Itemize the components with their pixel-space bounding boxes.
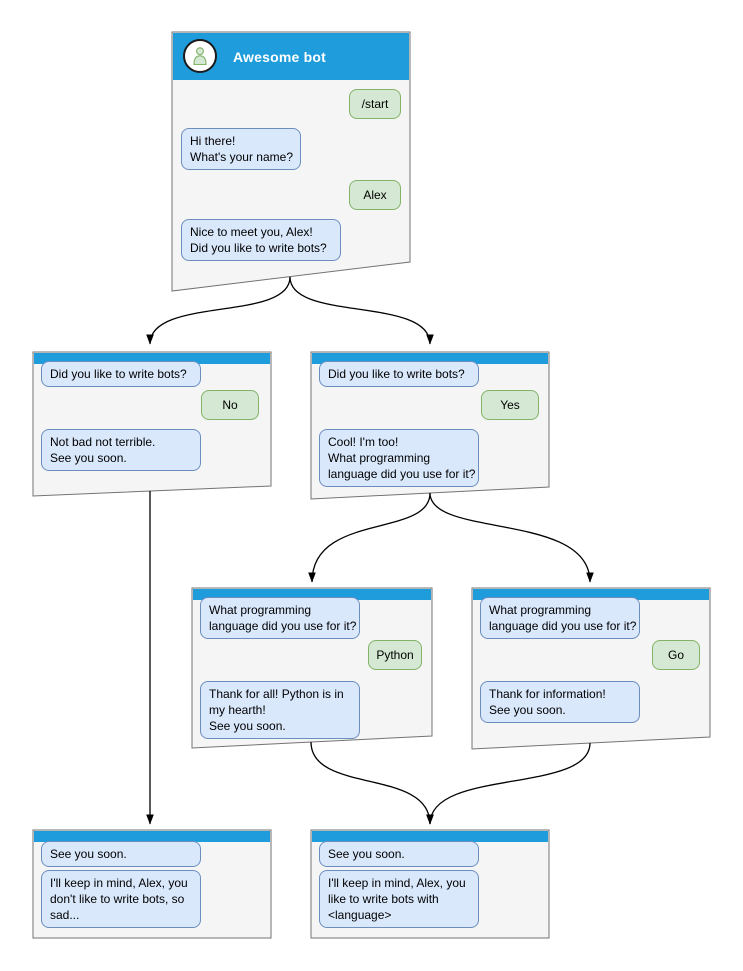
message-bubble-bot: Not bad not terrible. See you soon. bbox=[41, 429, 201, 471]
window-titlebar bbox=[193, 589, 431, 600]
message-bubble-user: Alex bbox=[349, 180, 401, 210]
message-bubble-bot: See you soon. bbox=[41, 841, 201, 867]
message-bubble-bot: Nice to meet you, Alex! Did you like to … bbox=[181, 219, 341, 261]
arrow-yes-to-python bbox=[308, 492, 431, 583]
window-titlebar bbox=[312, 831, 548, 842]
message-bubble-bot: Did you like to write bots? bbox=[319, 361, 479, 387]
message-bubble-bot: I'll keep in mind, Alex, you like to wri… bbox=[319, 870, 479, 928]
message-bubble-bot: I'll keep in mind, Alex, you don't like … bbox=[41, 870, 201, 928]
message-bubble-user: Yes bbox=[481, 390, 539, 420]
arrow-yes-to-go bbox=[429, 492, 594, 583]
window-titlebar bbox=[312, 353, 548, 364]
chat-window-branch-no: Did you like to write bots? No Not bad n… bbox=[33, 352, 271, 496]
message-bubble-user: Python bbox=[368, 640, 422, 670]
message-bubble-bot: Thank for all! Python is in my hearth! S… bbox=[200, 681, 360, 739]
chat-window-main: Awesome bot /start Hi there! What's your… bbox=[172, 32, 410, 291]
arrow-go-to-end bbox=[426, 742, 591, 825]
message-bubble-user: /start bbox=[349, 89, 401, 119]
message-bubble-user: No bbox=[201, 390, 259, 420]
chat-window-end-yes: See you soon. I'll keep in mind, Alex, y… bbox=[311, 830, 549, 938]
message-bubble-user: Go bbox=[652, 640, 700, 670]
window-titlebar: Awesome bot bbox=[173, 33, 409, 80]
person-icon bbox=[193, 47, 207, 66]
message-bubble-bot: What programming language did you use fo… bbox=[480, 597, 640, 639]
avatar bbox=[183, 39, 217, 73]
window-title: Awesome bot bbox=[233, 48, 326, 65]
chat-window-end-no: See you soon. I'll keep in mind, Alex, y… bbox=[33, 830, 271, 938]
message-bubble-bot: Thank for information! See you soon. bbox=[480, 681, 640, 723]
window-titlebar bbox=[34, 831, 270, 842]
message-bubble-bot: Did you like to write bots? bbox=[41, 361, 201, 387]
chat-window-branch-yes: Did you like to write bots? Yes Cool! I'… bbox=[311, 352, 549, 499]
arrow-python-to-end bbox=[310, 741, 434, 825]
chat-window-branch-go: What programming language did you use fo… bbox=[472, 588, 710, 749]
window-titlebar bbox=[473, 589, 709, 600]
chat-window-branch-python: What programming language did you use fo… bbox=[192, 588, 432, 748]
message-bubble-bot: What programming language did you use fo… bbox=[200, 597, 360, 639]
window-titlebar bbox=[34, 353, 270, 364]
message-bubble-bot: See you soon. bbox=[319, 841, 479, 867]
message-bubble-bot: Hi there! What's your name? bbox=[181, 128, 301, 170]
message-bubble-bot: Cool! I'm too! What programming language… bbox=[319, 429, 479, 487]
